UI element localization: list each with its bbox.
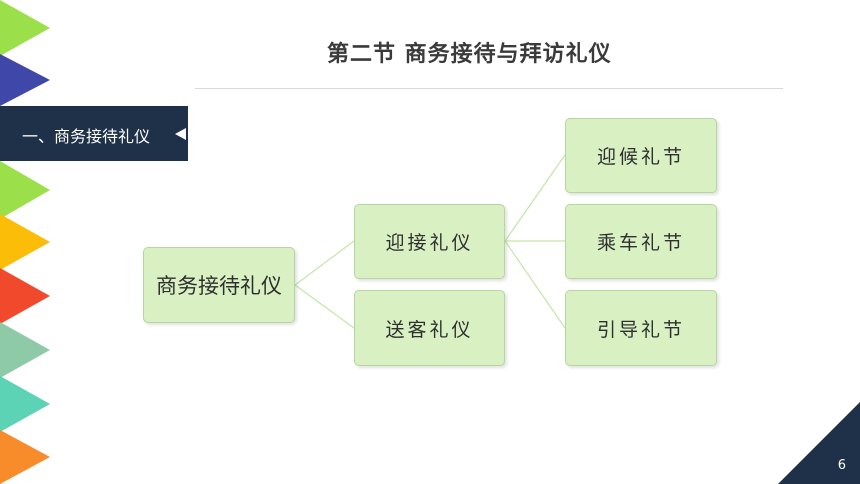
triangle-shape xyxy=(0,268,50,324)
node-waiting-etiquette: 迎候礼节 xyxy=(565,118,717,193)
connector-welcome-guiding xyxy=(504,240,566,329)
tab-pointer-icon xyxy=(175,128,186,140)
title-divider xyxy=(195,88,783,89)
node-welcome-etiquette: 迎接礼仪 xyxy=(354,204,505,279)
triangle-shape xyxy=(0,430,50,484)
triangle-shape xyxy=(0,54,50,106)
page-number: 6 xyxy=(837,458,846,473)
triangle-shape xyxy=(0,214,50,270)
section-tab-label: 一、商务接待礼仪 xyxy=(22,127,151,146)
node-riding-etiquette: 乘车礼节 xyxy=(565,204,717,279)
node-root: 商务接待礼仪 xyxy=(143,247,295,323)
triangle-shape xyxy=(0,322,50,378)
corner-decoration xyxy=(778,402,860,484)
node-farewell-etiquette: 送客礼仪 xyxy=(354,290,505,366)
triangle-shape xyxy=(0,0,50,56)
triangle-shape xyxy=(0,161,50,219)
section-tab: 一、商务接待礼仪 xyxy=(0,106,188,161)
connector-welcome-waiting xyxy=(504,154,566,242)
node-guiding-etiquette: 引导礼节 xyxy=(565,290,717,366)
connector-root-farewell xyxy=(294,284,355,329)
triangle-shape xyxy=(0,376,50,432)
slide-title: 第二节 商务接待与拜访礼仪 xyxy=(327,42,612,67)
connector-root-welcome xyxy=(294,240,355,286)
side-triangles xyxy=(0,0,50,484)
